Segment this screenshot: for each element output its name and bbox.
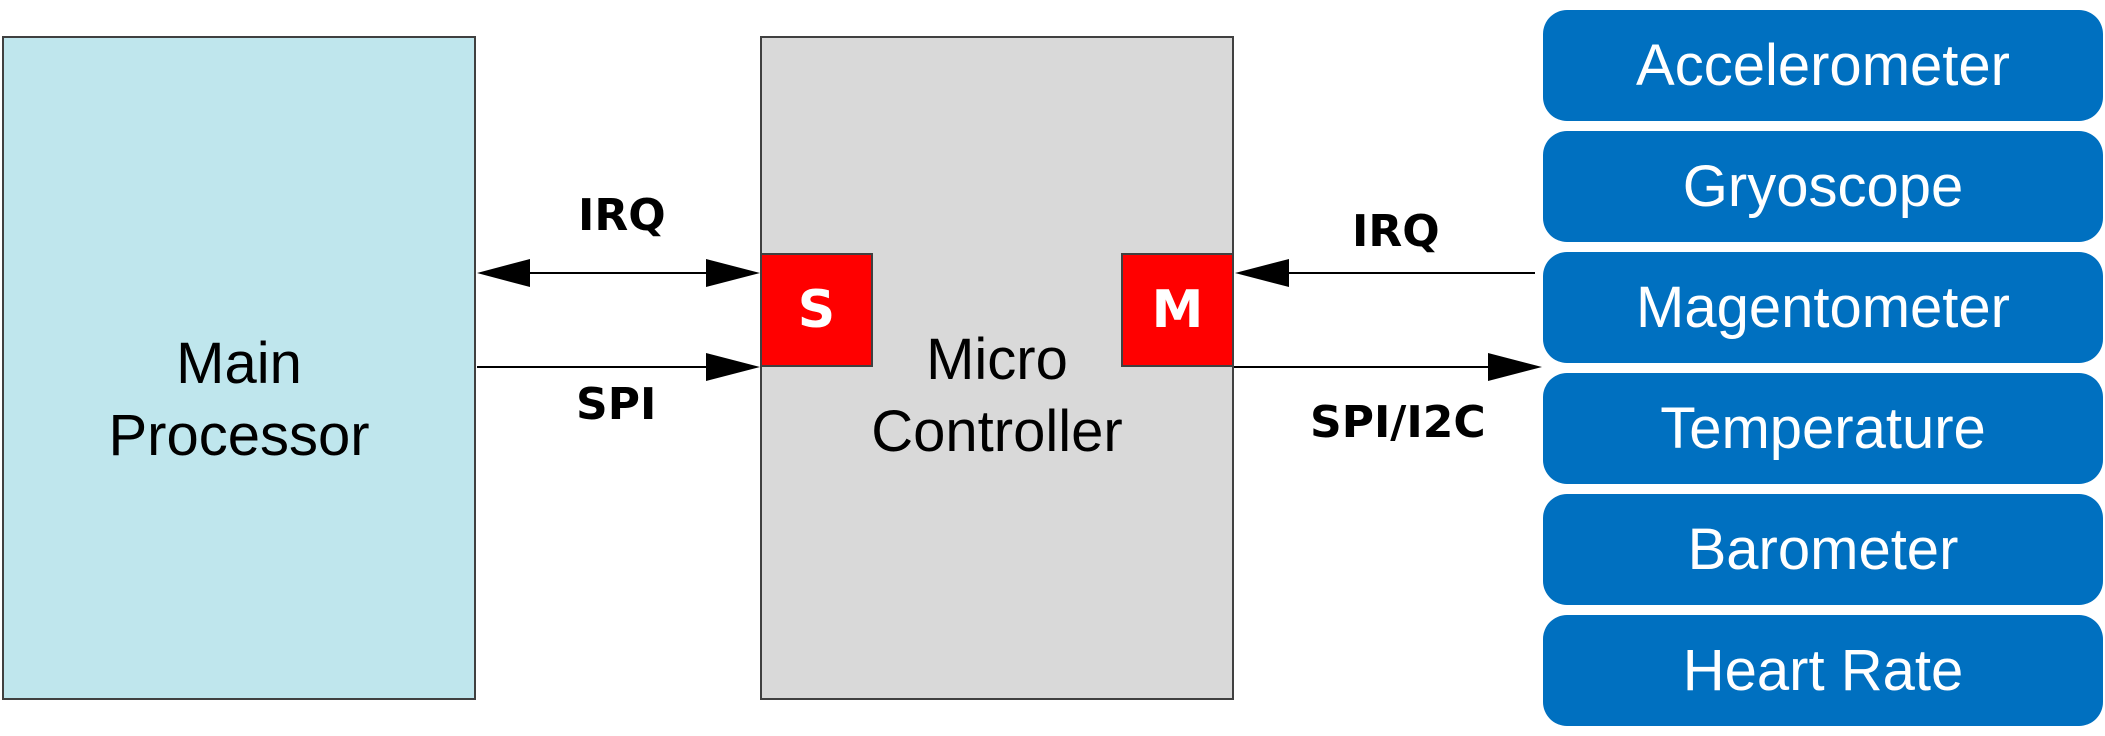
micro-controller-label-line-2: Controller (871, 399, 1123, 464)
micro-controller-block: Micro Controller (760, 36, 1234, 700)
irq-arrowhead-right (1235, 259, 1289, 287)
main-processor-label-line-1: Main (176, 331, 302, 396)
sensor-accelerometer: Accelerometer (1543, 10, 2103, 121)
sensor-gyroscope: Gryoscope (1543, 131, 2103, 242)
sensor-heart-rate: Heart Rate (1543, 615, 2103, 726)
sensor-barometer: Barometer (1543, 494, 2103, 605)
spi-i2c-label-right: SPI/I2C (1310, 397, 1486, 448)
irq-label-right: IRQ (1352, 206, 1440, 257)
main-processor-block: Main Processor (2, 36, 476, 700)
sensor-temperature: Temperature (1543, 373, 2103, 484)
micro-controller-label-line-1: Micro (926, 327, 1068, 392)
irq-arrowhead-left-to-processor (477, 259, 530, 287)
spi-i2c-arrowhead-right (1488, 353, 1542, 381)
spi-arrowhead-left (706, 353, 760, 381)
main-processor-label: Main Processor (4, 328, 474, 472)
main-processor-label-line-2: Processor (108, 403, 370, 468)
sensor-magnetometer: Magentometer (1543, 252, 2103, 363)
spi-label-left: SPI (576, 379, 657, 430)
sensor-list: Accelerometer Gryoscope Magentometer Tem… (1543, 10, 2103, 736)
master-port: M (1121, 253, 1234, 367)
irq-arrowhead-left-to-mcu (706, 259, 760, 287)
slave-port: S (760, 253, 873, 367)
micro-controller-label: Micro Controller (762, 324, 1232, 468)
irq-label-left: IRQ (578, 190, 666, 241)
